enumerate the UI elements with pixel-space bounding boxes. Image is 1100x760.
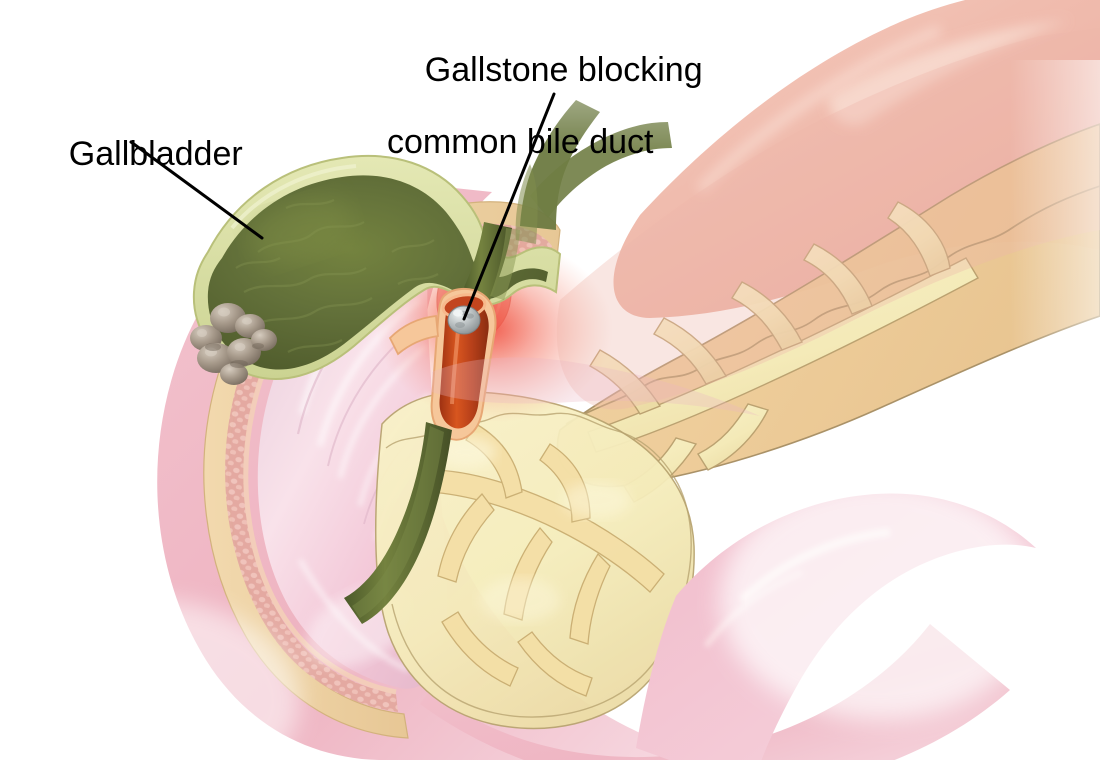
leader-line-gallbladder: [129, 140, 264, 240]
pancreas-head: [375, 391, 695, 730]
gallbladder: [192, 154, 562, 380]
label-gallstone-line2: common bile duct: [387, 123, 654, 161]
label-gallbladder: Gallbladder: [31, 103, 243, 205]
gallstones-cluster: [190, 303, 277, 385]
label-gallstone-bile-duct: Gallstone blocking common bile duct: [387, 19, 703, 227]
label-gallstone-line1: Gallstone blocking: [424, 51, 703, 89]
label-gallbladder-text: Gallbladder: [68, 135, 243, 173]
translucent-overlay: [432, 28, 1100, 416]
leader-line-gallstone: [462, 92, 556, 321]
